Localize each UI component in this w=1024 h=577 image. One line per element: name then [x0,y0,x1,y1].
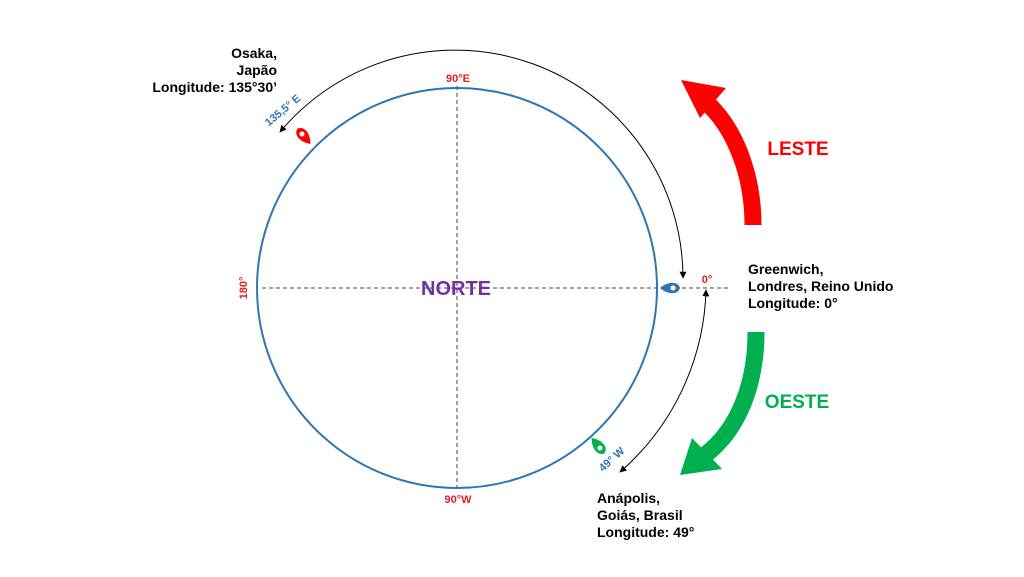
label-180: 180° [238,277,250,300]
greenwich-line-3: Longitude: 0° [748,295,838,311]
osaka-marker-pin-icon [296,128,311,144]
anapolis-line-1: Anápolis, [597,490,661,506]
osaka-info: Osaka, Japão Longitude: 135°30’ [152,45,277,96]
equator-circle [256,87,658,489]
anapolis-line-3: Longitude: 49° [597,524,695,540]
arc-arrow-to-anapolis [619,289,710,473]
anapolis-marker-pin-icon [591,438,606,454]
label-90e: 90°E [446,73,470,85]
greenwich-line-1: Greenwich, [748,261,824,277]
west-arrow [680,331,765,475]
osaka-angle-label: 135,5° E [263,93,303,129]
osaka-line-3: Longitude: 135°30’ [152,79,277,95]
east-arrow [681,80,762,226]
greenwich-line-2: Londres, Reino Unido [748,278,894,294]
east-label: LESTE [767,139,828,160]
osaka-line-2: Japão [236,62,277,78]
center-label: NORTE [421,278,491,300]
osaka-line-1: Osaka, [231,45,277,61]
label-0: 0° [702,274,713,286]
greenwich-marker-pin-icon [660,282,680,294]
anapolis-line-2: Goiás, Brasil [597,507,683,523]
label-90w: 90°W [444,494,472,506]
arc-arrow-to-greenwich [279,49,687,279]
west-label: OESTE [765,392,829,413]
anapolis-info: Anápolis, Goiás, Brasil Longitude: 49° [597,490,694,541]
greenwich-info: Greenwich, Londres, Reino Unido Longitud… [748,261,893,312]
